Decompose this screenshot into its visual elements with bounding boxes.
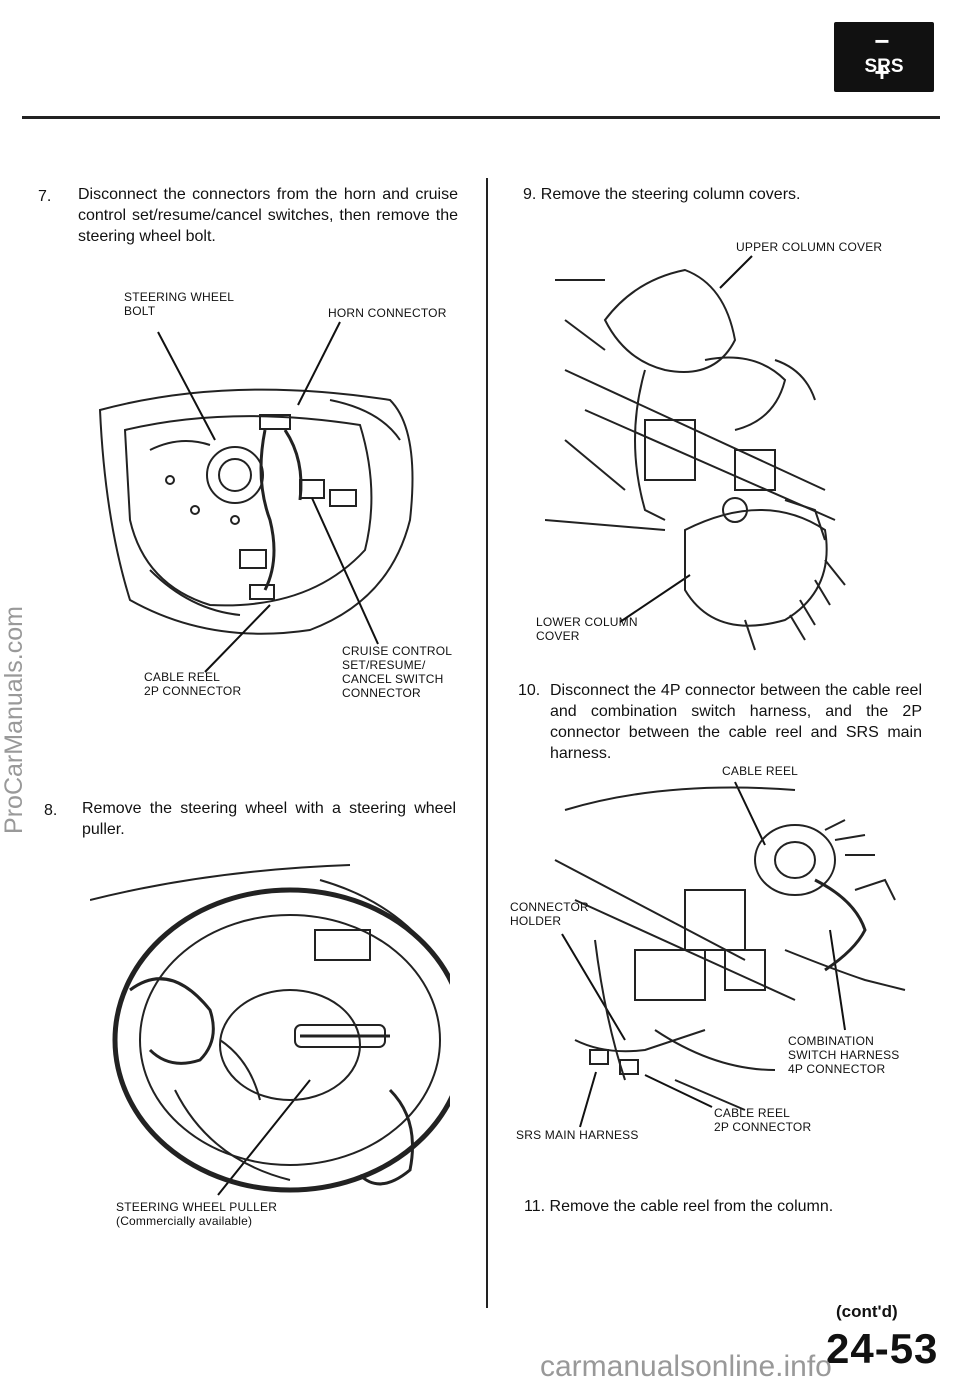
label-cable-reel: CABLE REEL <box>722 764 799 778</box>
step9: 9. Remove the steering column covers. <box>523 184 923 205</box>
step11-number: 11. <box>524 1198 546 1215</box>
step8-text: Remove the steering wheel with a steerin… <box>82 800 456 838</box>
header-rule <box>22 116 940 119</box>
step10-number: 10. <box>518 682 541 699</box>
label-steering-wheel-puller: STEERING WHEEL PULLER (Commercially avai… <box>116 1200 278 1228</box>
label-steering-wheel-bolt: STEERING WHEEL BOLT <box>124 290 235 318</box>
step8-number: 8. <box>44 802 58 819</box>
page-number: 24-53 <box>826 1325 939 1372</box>
battery-icon: − + <box>874 26 914 87</box>
step11-text: Remove the cable reel from the column. <box>549 1198 834 1215</box>
label-combination-switch-harness: COMBINATION SWITCH HARNESS 4P CONNECTOR <box>788 1034 900 1076</box>
label-srs-main-harness: SRS MAIN HARNESS <box>516 1128 639 1142</box>
column-divider <box>486 178 488 1308</box>
label-cable-reel-2p-connector: CABLE REEL 2P CONNECTOR <box>714 1106 812 1134</box>
srs-badge-text: SRS <box>864 56 904 77</box>
label-horn-connector: HORN CONNECTOR <box>328 306 447 320</box>
steering-hub-illustration <box>98 388 414 635</box>
srs-badge: − + SRS <box>834 22 934 92</box>
step10-text: Disconnect the 4P connector between the … <box>550 682 922 762</box>
column-covers-illustration <box>545 268 846 651</box>
label-lower-column-cover: LOWER COLUMN COVER <box>536 615 638 643</box>
step11: 11. Remove the cable reel from the colum… <box>524 1196 924 1217</box>
step9-text: Remove the steering column covers. <box>540 186 801 203</box>
step9-number: 9. <box>523 186 537 203</box>
step7-text: Disconnect the connectors from the horn … <box>78 186 458 245</box>
step7-number: 7. <box>38 188 52 205</box>
label-upper-column-cover: UPPER COLUMN COVER <box>736 240 883 254</box>
watermark-left: ProCarManuals.com <box>0 606 28 834</box>
label-cruise-control-connector: CRUISE CONTROL SET/RESUME/ CANCEL SWITCH… <box>342 644 453 700</box>
steering-wheel-puller-illustration <box>90 864 450 1193</box>
continued-marker: (cont'd) <box>836 1302 898 1321</box>
label-cable-reel-2p: CABLE REEL 2P CONNECTOR <box>144 670 242 698</box>
cable-reel-illustration <box>554 786 906 1111</box>
watermark-bottom: carmanualsonline.info <box>540 1350 832 1383</box>
label-connector-holder: CONNECTOR HOLDER <box>510 900 589 928</box>
